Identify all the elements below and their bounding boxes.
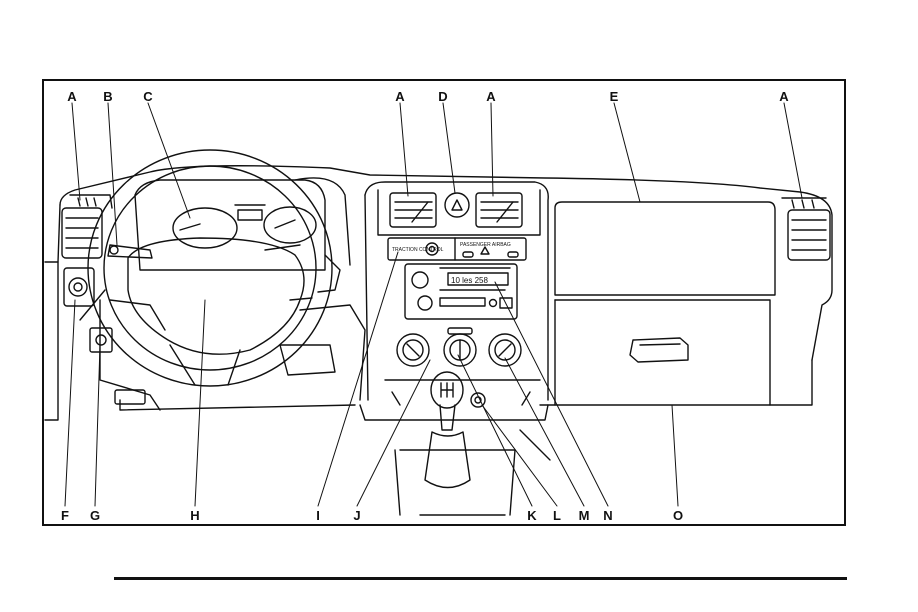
callout-l: L	[553, 509, 561, 522]
callout-j: J	[353, 509, 360, 522]
callout-o: O	[673, 509, 683, 522]
traction-control-text: TRACTION CONTROL	[392, 247, 444, 253]
callout-a-center-left: A	[395, 90, 404, 103]
center-left-vent	[390, 193, 436, 227]
center-stack	[365, 182, 548, 400]
climate-controls	[397, 328, 521, 366]
callout-k: K	[527, 509, 536, 522]
callout-e: E	[610, 90, 619, 103]
callout-c: C	[143, 90, 152, 103]
manual-shift-lever	[425, 372, 470, 488]
callout-g: G	[90, 509, 100, 522]
callout-a-center-right: A	[486, 90, 495, 103]
center-console	[360, 380, 550, 515]
callout-i: I	[316, 509, 320, 522]
callout-m: M	[579, 509, 590, 522]
dashboard-outline	[45, 166, 832, 420]
steering-wheel	[80, 150, 332, 386]
callout-h: H	[190, 509, 199, 522]
callout-a-left: A	[67, 90, 76, 103]
leader-lines-bottom	[65, 252, 678, 506]
callout-n: N	[603, 509, 612, 522]
passenger-airbag-text: PASSENGER AIRBAG	[460, 242, 511, 248]
right-air-vent	[782, 198, 830, 260]
callout-d: D	[438, 90, 447, 103]
callout-f: F	[61, 509, 69, 522]
center-right-vent	[476, 193, 522, 227]
hazard-button	[445, 193, 469, 217]
leader-lines-top	[72, 103, 802, 245]
callout-b: B	[103, 90, 112, 103]
footer-rule	[114, 577, 847, 580]
lower-left-switch	[90, 328, 112, 352]
callout-a-right: A	[779, 90, 788, 103]
left-air-vent	[62, 195, 112, 258]
radio-display-text: 10 les 258	[451, 276, 488, 285]
glove-box	[555, 202, 775, 405]
